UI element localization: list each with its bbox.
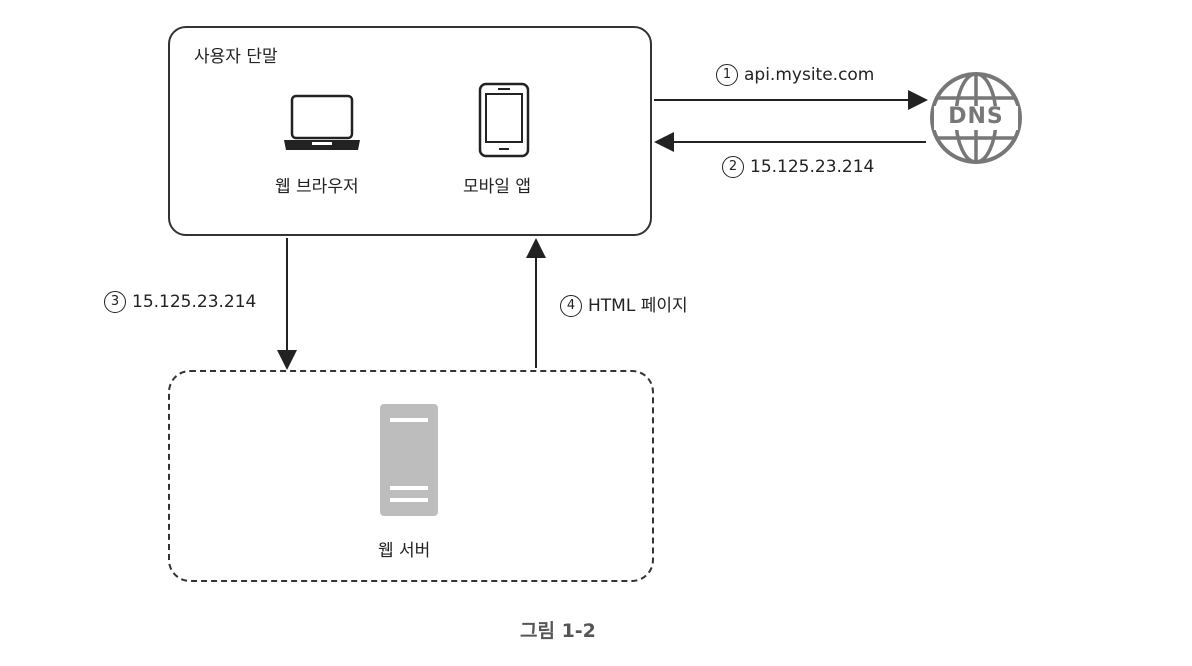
mobile-label: 모바일 앱 — [463, 177, 531, 197]
dns-globe-icon — [930, 72, 1022, 164]
step-4-label: 4 HTML 페이지 — [560, 291, 688, 317]
mobile-phone-icon — [478, 82, 530, 158]
step-2-number: 2 — [722, 156, 744, 178]
step-3-number: 3 — [104, 291, 126, 313]
step-2-label: 2 15.125.23.214 — [722, 156, 874, 178]
dns-label: DNS — [948, 104, 1004, 129]
web-server-box — [168, 370, 654, 582]
figure-caption: 그림 1-2 — [520, 620, 596, 642]
client-device-box — [168, 26, 652, 236]
step-3-label: 3 15.125.23.214 — [104, 291, 256, 313]
browser-label: 웹 브라우저 — [275, 177, 359, 197]
server-label: 웹 서버 — [378, 541, 431, 561]
step-4-number: 4 — [560, 295, 582, 317]
step-4-text: HTML 페이지 — [588, 296, 688, 316]
step-3-text: 15.125.23.214 — [132, 292, 257, 312]
step-1-text: api.mysite.com — [744, 65, 875, 85]
client-title: 사용자 단말 — [194, 47, 278, 67]
step-1-number: 1 — [716, 64, 738, 86]
server-icon — [380, 404, 438, 516]
step-2-text: 15.125.23.214 — [750, 157, 875, 177]
step-1-label: 1 api.mysite.com — [716, 64, 874, 86]
laptop-icon — [284, 94, 360, 150]
